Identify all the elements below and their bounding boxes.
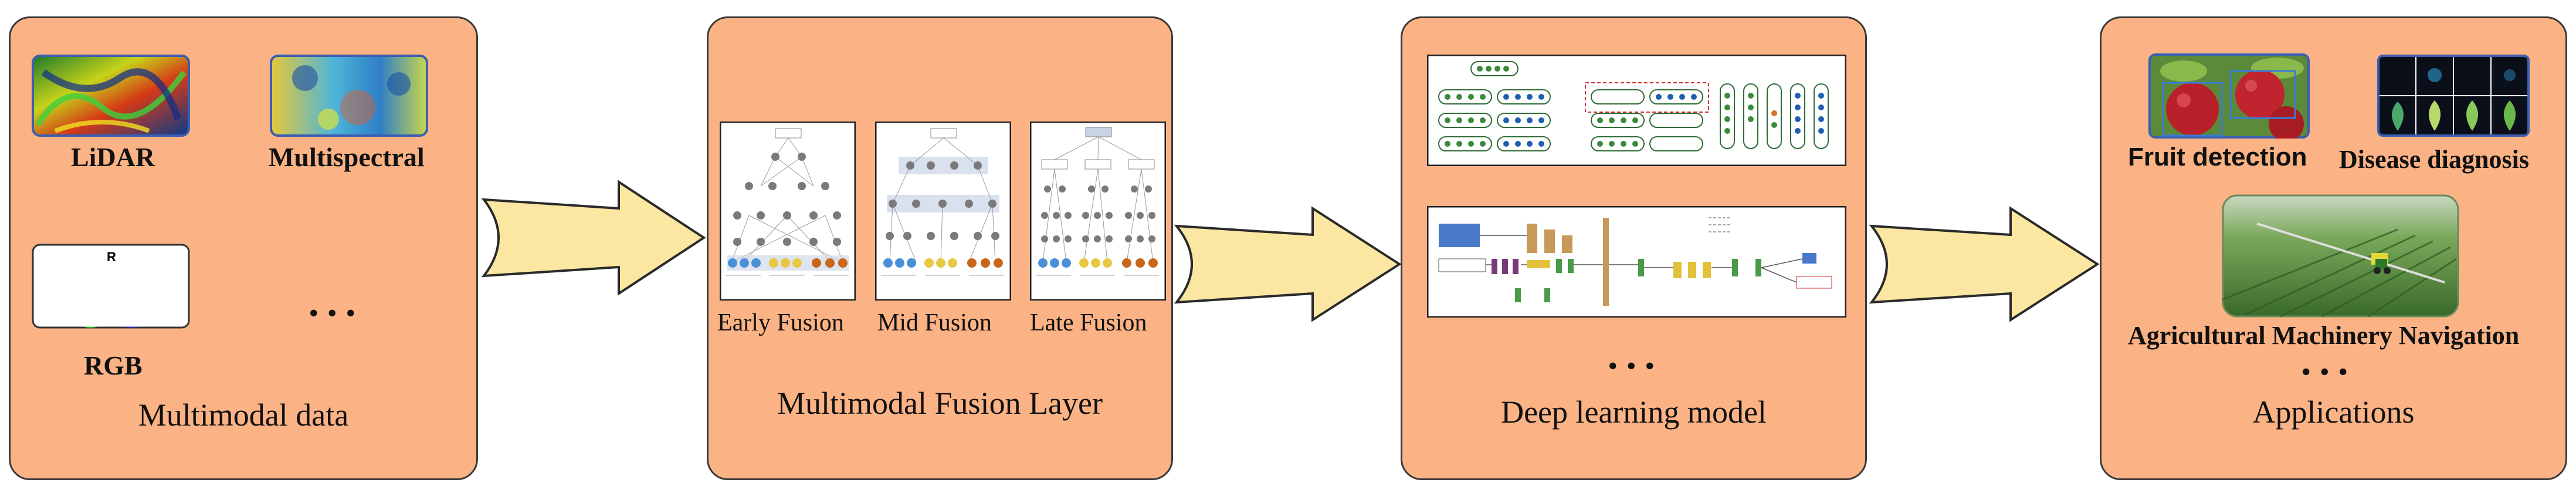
multispectral-image — [270, 55, 428, 137]
multispectral-label: Multispectral — [269, 142, 425, 172]
early-fusion-label: Early Fusion — [717, 309, 844, 336]
network-architecture-figure-1 — [1427, 55, 1846, 166]
fruit-detection-label: Fruit detection — [2128, 143, 2307, 171]
mid-fusion-diagram — [875, 122, 1011, 301]
lidar-label: LiDAR — [71, 142, 155, 172]
flow-arrow-1 — [478, 176, 707, 299]
fusion-layer-panel: Early Fusion — [707, 16, 1173, 480]
flow-arrow-2 — [1172, 203, 1402, 326]
mid-fusion-label: Mid Fusion — [877, 309, 992, 336]
applications-caption: Applications — [2252, 394, 2415, 430]
rgb-label: RGB — [84, 350, 143, 380]
lidar-image — [32, 55, 190, 137]
disease-diagnosis-label: Disease diagnosis — [2339, 145, 2529, 174]
rgb-image: R G B — [32, 244, 190, 329]
machinery-navigation-label: Agricultural Machinery Navigation — [2128, 321, 2520, 350]
late-fusion-diagram — [1030, 122, 1166, 301]
deep-learning-caption: Deep learning model — [1501, 394, 1767, 430]
fusion-layer-caption: Multimodal Fusion Layer — [777, 386, 1103, 421]
model-ellipsis: ... — [1608, 333, 1663, 378]
rgb-letter-g: G — [68, 303, 78, 318]
applications-panel: Fruit detection Disease diagnosis — [2100, 16, 2567, 480]
fruit-detection-image — [2148, 53, 2310, 139]
rgb-letter-b: B — [149, 303, 158, 318]
disease-diagnosis-image — [2377, 55, 2530, 137]
early-fusion-diagram — [720, 122, 856, 301]
network-architecture-figure-2 — [1427, 206, 1846, 318]
applications-ellipsis: ... — [2301, 339, 2357, 384]
late-fusion-label: Late Fusion — [1030, 309, 1147, 336]
data-ellipsis: ... — [309, 280, 364, 325]
multimodal-data-panel: LiDAR Multispectral — [9, 16, 478, 480]
rgb-letter-r: R — [107, 249, 116, 264]
deep-learning-panel: ... Deep learning model — [1401, 16, 1867, 480]
machinery-navigation-image — [2222, 194, 2459, 318]
flow-arrow-3 — [1867, 203, 2100, 326]
multimodal-data-caption: Multimodal data — [138, 397, 349, 433]
